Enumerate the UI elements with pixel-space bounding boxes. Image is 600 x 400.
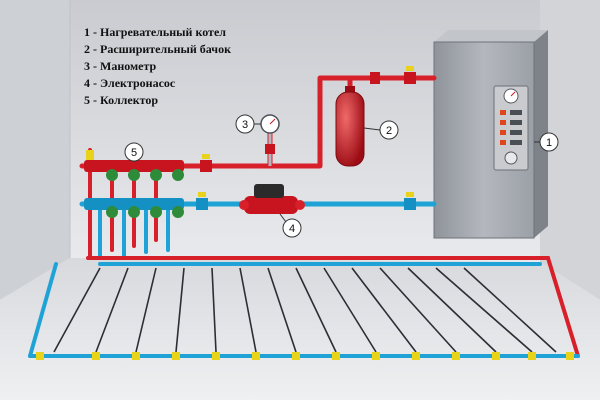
callout-pump: 4 [279, 213, 302, 238]
callout-label-manometer: 3 [242, 119, 248, 131]
expansion-tank [335, 86, 365, 167]
callout-manometer: 3 [235, 114, 261, 134]
callout-label-collector: 5 [131, 147, 137, 159]
side-wall [0, 0, 70, 300]
floor-mains [28, 256, 580, 358]
boiler-control-panel [493, 85, 529, 171]
right-wall [540, 0, 600, 300]
legend-item-pump: 4 - Электронасос [84, 76, 176, 90]
manometer [260, 114, 280, 166]
boiler-knob-icon [504, 151, 518, 165]
collector [84, 150, 184, 218]
valves [196, 66, 416, 210]
legend-item-collector: 5 - Коллектор [84, 93, 159, 107]
callout-label-boiler: 1 [546, 137, 552, 149]
callout-label-pump: 4 [289, 223, 295, 235]
callout-expansion-tank: 2 [363, 120, 399, 140]
circulation-pump [239, 184, 305, 214]
heating-boiler [433, 30, 548, 239]
legend: 1 - Нагревательный котел 2 - Расширитель… [84, 24, 231, 109]
floor [0, 258, 600, 400]
legend-item-boiler: 1 - Нагревательный котел [84, 25, 226, 39]
legend-item-expansion-tank: 2 - Расширительный бачок [84, 42, 231, 56]
floor-loop-fittings [36, 352, 574, 360]
legend-item-manometer: 3 - Манометр [84, 59, 157, 73]
callout-label-expansion-tank: 2 [386, 125, 392, 137]
floor-heating-loops [53, 267, 557, 353]
callout-boiler: 1 [534, 132, 559, 152]
callout-collector: 5 [124, 142, 144, 162]
